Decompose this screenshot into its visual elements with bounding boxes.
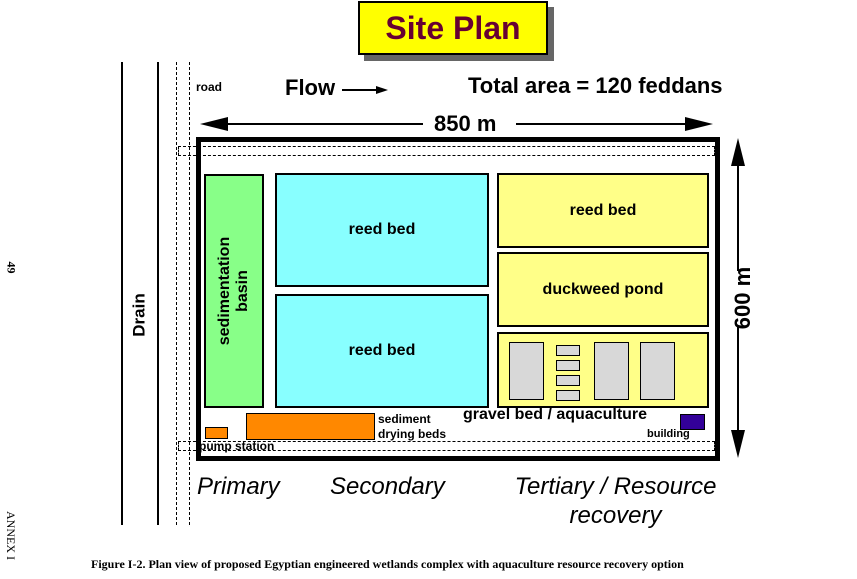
- reed-bed-label: reed bed: [348, 221, 416, 238]
- aquaculture-tank: [556, 345, 580, 356]
- flow-arrow-icon: [342, 86, 388, 94]
- page-title: Site Plan: [358, 1, 548, 55]
- sedimentation-label: sedimentation basin: [216, 236, 251, 346]
- annex-label: ANNEX I: [4, 511, 18, 560]
- zone-tertiary: Tertiary / Resource recovery: [514, 473, 717, 529]
- sediment-drying-beds: [246, 413, 375, 440]
- road-edge-left: [176, 62, 177, 525]
- road-top: [178, 146, 715, 156]
- flow-label: Flow: [285, 75, 336, 100]
- reed-bed-1: reed bed: [275, 173, 489, 287]
- duckweed-pond: duckweed pond: [497, 252, 709, 327]
- width-dimension-arrow-icon: [200, 117, 713, 131]
- aquaculture-tank: [556, 375, 580, 386]
- building-label: building: [647, 428, 690, 440]
- aquaculture-tank: [640, 342, 675, 400]
- duckweed-label: duckweed pond: [542, 280, 664, 298]
- reed-bed-3: reed bed: [497, 173, 709, 248]
- width-label: 850 m: [434, 111, 497, 136]
- drain-line-left: [121, 62, 123, 525]
- site-boundary: [196, 137, 720, 461]
- building: [680, 414, 705, 430]
- zone-secondary: Secondary: [330, 473, 445, 500]
- aquaculture-tank: [556, 390, 580, 401]
- aquaculture-tank: [594, 342, 629, 400]
- gravel-bed-area: [497, 332, 709, 408]
- height-label: 600 m: [730, 266, 756, 330]
- reed-bed-2: reed bed: [275, 294, 489, 408]
- sedimentation-basin: sedimentation basin: [204, 174, 264, 408]
- drain-label: Drain: [129, 293, 149, 337]
- aquaculture-tank: [556, 360, 580, 371]
- reed-bed-label: reed bed: [569, 201, 637, 219]
- page-number: 49: [4, 261, 19, 274]
- height-dimension-arrow-icon: [731, 138, 745, 458]
- figure-caption: Figure I-2. Plan view of proposed Egypti…: [91, 557, 684, 571]
- gravel-bed-label: gravel bed / aquaculture: [463, 406, 648, 423]
- pump-station-label: pump station: [199, 439, 275, 453]
- road-edge-right: [189, 62, 190, 525]
- drain-line-right: [157, 62, 159, 525]
- pump-station: [205, 427, 228, 439]
- zone-primary: Primary: [197, 473, 280, 500]
- aquaculture-tank: [509, 342, 544, 400]
- road-label: road: [196, 80, 223, 94]
- total-area-label: Total area = 120 feddans: [468, 73, 723, 98]
- road-bottom: [178, 441, 715, 451]
- sediment-beds-label: sediment drying beds: [378, 412, 447, 441]
- reed-bed-label: reed bed: [348, 342, 416, 359]
